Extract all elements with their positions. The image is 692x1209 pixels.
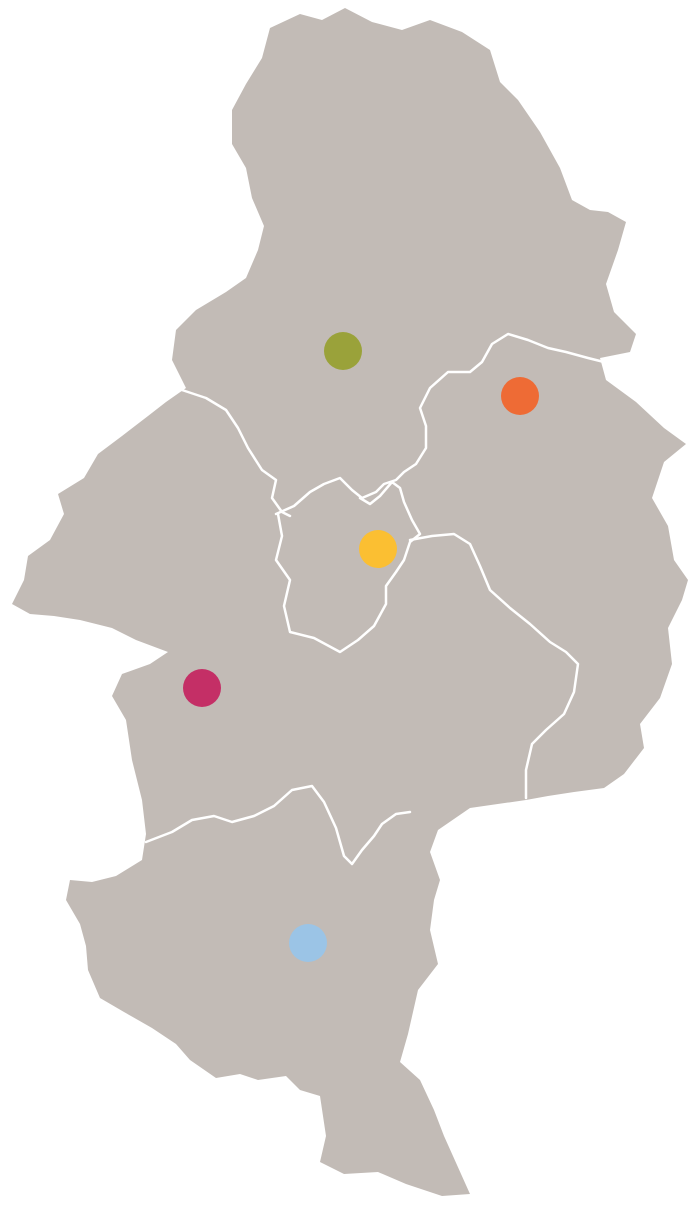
border-north-west — [180, 388, 292, 518]
border-center-east — [408, 532, 580, 800]
border-center-loop — [274, 480, 422, 654]
map-landmass — [12, 8, 688, 1196]
marker-center[interactable] — [359, 530, 397, 568]
border-north-center — [274, 332, 606, 516]
marker-east[interactable] — [501, 377, 539, 415]
marker-north[interactable] — [324, 332, 362, 370]
border-west-south — [144, 784, 412, 866]
marker-south[interactable] — [289, 924, 327, 962]
marker-west[interactable] — [183, 669, 221, 707]
